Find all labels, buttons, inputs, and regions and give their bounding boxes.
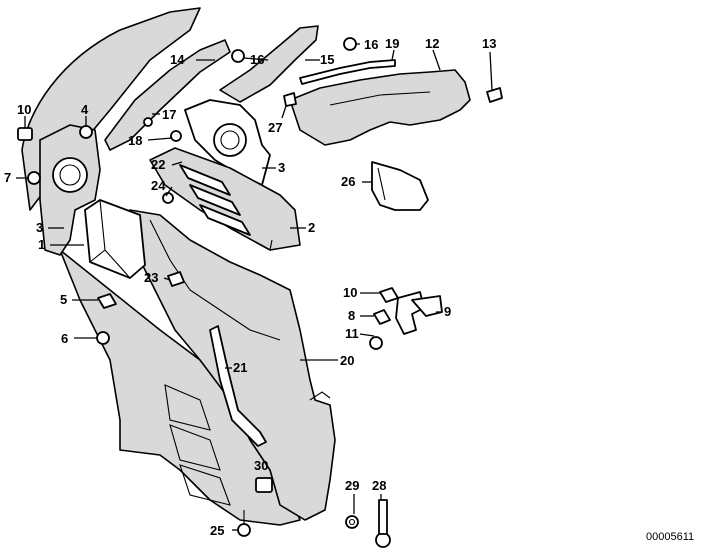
callout-9: 9 <box>444 304 451 319</box>
callout-15: 15 <box>320 52 334 67</box>
callout-5: 5 <box>60 292 67 307</box>
callout-12: 12 <box>425 36 439 51</box>
speaker-center <box>213 123 247 157</box>
callout-18: 18 <box>128 133 142 148</box>
callout-13: 13 <box>482 36 496 51</box>
rear-side-panel <box>59 249 301 526</box>
callout-22: 22 <box>151 157 165 172</box>
callout-20: 20 <box>340 353 354 368</box>
callout-30: 30 <box>254 458 268 473</box>
speaker-left <box>52 157 88 193</box>
panel-pads <box>164 384 231 506</box>
callout-3-left: 3 <box>36 220 43 235</box>
pillar-trim-15 <box>219 25 319 103</box>
callout-1: 1 <box>38 237 45 252</box>
callout-27: 27 <box>268 120 282 135</box>
callout-29: 29 <box>345 478 359 493</box>
leader-lines <box>16 43 493 531</box>
callout-17: 17 <box>162 107 176 122</box>
parcel-shelf-trim <box>289 69 471 146</box>
fasteners <box>17 37 503 548</box>
callout-25: 25 <box>210 523 224 538</box>
callout-10-top: 10 <box>17 102 31 117</box>
callout-24: 24 <box>151 178 166 193</box>
callout-14: 14 <box>170 52 185 67</box>
callout-21: 21 <box>233 360 247 375</box>
callout-16-left: 16 <box>250 52 264 67</box>
pillar-trim-14 <box>104 39 231 151</box>
callout-2: 2 <box>308 220 315 235</box>
callout-labels: 10 4 7 3 1 5 6 14 16 17 18 16 19 12 13 1… <box>4 36 496 538</box>
callout-4: 4 <box>81 102 89 117</box>
corner-cap <box>371 161 429 211</box>
callout-3-center: 3 <box>278 160 285 175</box>
callout-19: 19 <box>385 36 399 51</box>
trim-strip-19 <box>299 59 396 85</box>
seal-strip <box>209 325 267 447</box>
trim-panel <box>129 209 336 521</box>
callout-10-right: 10 <box>343 285 357 300</box>
callout-7: 7 <box>4 170 11 185</box>
callout-16-right: 16 <box>364 37 378 52</box>
callout-6: 6 <box>61 331 68 346</box>
drawing-reference-number: 00005611 <box>646 531 694 543</box>
callout-26: 26 <box>341 174 355 189</box>
callout-11: 11 <box>345 326 359 341</box>
callout-28: 28 <box>372 478 386 493</box>
callout-23: 23 <box>144 270 158 285</box>
grille-slots <box>179 164 251 236</box>
callout-8: 8 <box>348 308 355 323</box>
